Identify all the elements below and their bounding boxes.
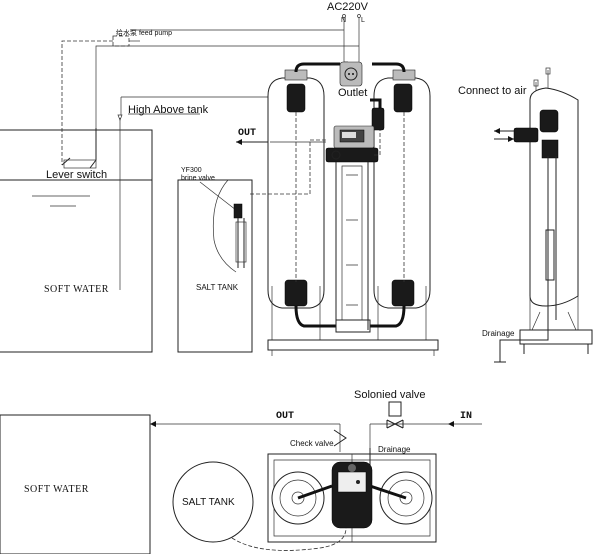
solenoid-valve: Solonied valve xyxy=(354,389,426,429)
brine-valve-label: brine valve xyxy=(181,175,215,182)
soft-water-tank-bottom: SOFT WATER xyxy=(0,414,151,555)
brine-valve-model-label: YF300 xyxy=(181,167,202,174)
power-neutral-label: N xyxy=(341,17,346,24)
in-bottom-label: IN xyxy=(460,411,472,422)
in-arrow-bottom: IN xyxy=(369,411,482,450)
salt-tank-bottom: SALT TANK xyxy=(172,461,347,551)
feed-pump: 给水泵 feed pump xyxy=(61,28,172,165)
check-valve: Check valve xyxy=(290,429,347,448)
power-live-label: L xyxy=(361,17,365,24)
high-above-tank-label: High Above tank xyxy=(128,104,209,116)
drainage-bottom-label: Drainage xyxy=(378,445,411,454)
salt-tank-bottom-label: SALT TANK xyxy=(182,497,235,508)
resin-tank-left xyxy=(267,69,325,340)
high-above-tank-pipe: High Above tank xyxy=(117,96,270,290)
drainage-side-label: Drainage xyxy=(482,329,515,338)
top-manifold: Outlet xyxy=(294,61,406,131)
feed-pump-label: 给水泵 feed pump xyxy=(116,28,172,37)
twin-tank-top-view xyxy=(267,453,437,543)
lever-switch: Lever switch xyxy=(46,128,107,181)
outlet-label: Outlet xyxy=(338,87,367,99)
out-bottom-label: OUT xyxy=(276,411,294,422)
resin-tank-right xyxy=(373,69,431,340)
salt-tank-top-label: SALT TANK xyxy=(196,283,239,292)
connect-to-air-label: Connect to air xyxy=(458,85,527,97)
power-supply: AC220V N L xyxy=(95,1,369,128)
soft-water-tank-top: SOFT WATER xyxy=(0,129,153,353)
out-top-label: OUT xyxy=(238,128,256,139)
out-arrow-bottom: OUT xyxy=(150,411,341,452)
soft-water-top-label: SOFT WATER xyxy=(44,284,109,295)
solenoid-valve-label: Solonied valve xyxy=(354,389,426,401)
brine-line xyxy=(250,139,326,195)
check-valve-label: Check valve xyxy=(290,439,334,448)
soft-water-bottom-label: SOFT WATER xyxy=(24,484,89,495)
drainage-bottom: Drainage xyxy=(369,445,411,470)
side-view-tank: Connect to air Drainage xyxy=(458,67,593,363)
out-arrow-top: OUT xyxy=(236,128,270,145)
bottom-manifold xyxy=(267,305,439,356)
salt-tank-top: YF300 brine valve SALT TANK xyxy=(177,167,253,353)
control-valve xyxy=(325,125,381,330)
power-label: AC220V xyxy=(327,1,369,13)
lever-switch-label: Lever switch xyxy=(46,169,107,181)
